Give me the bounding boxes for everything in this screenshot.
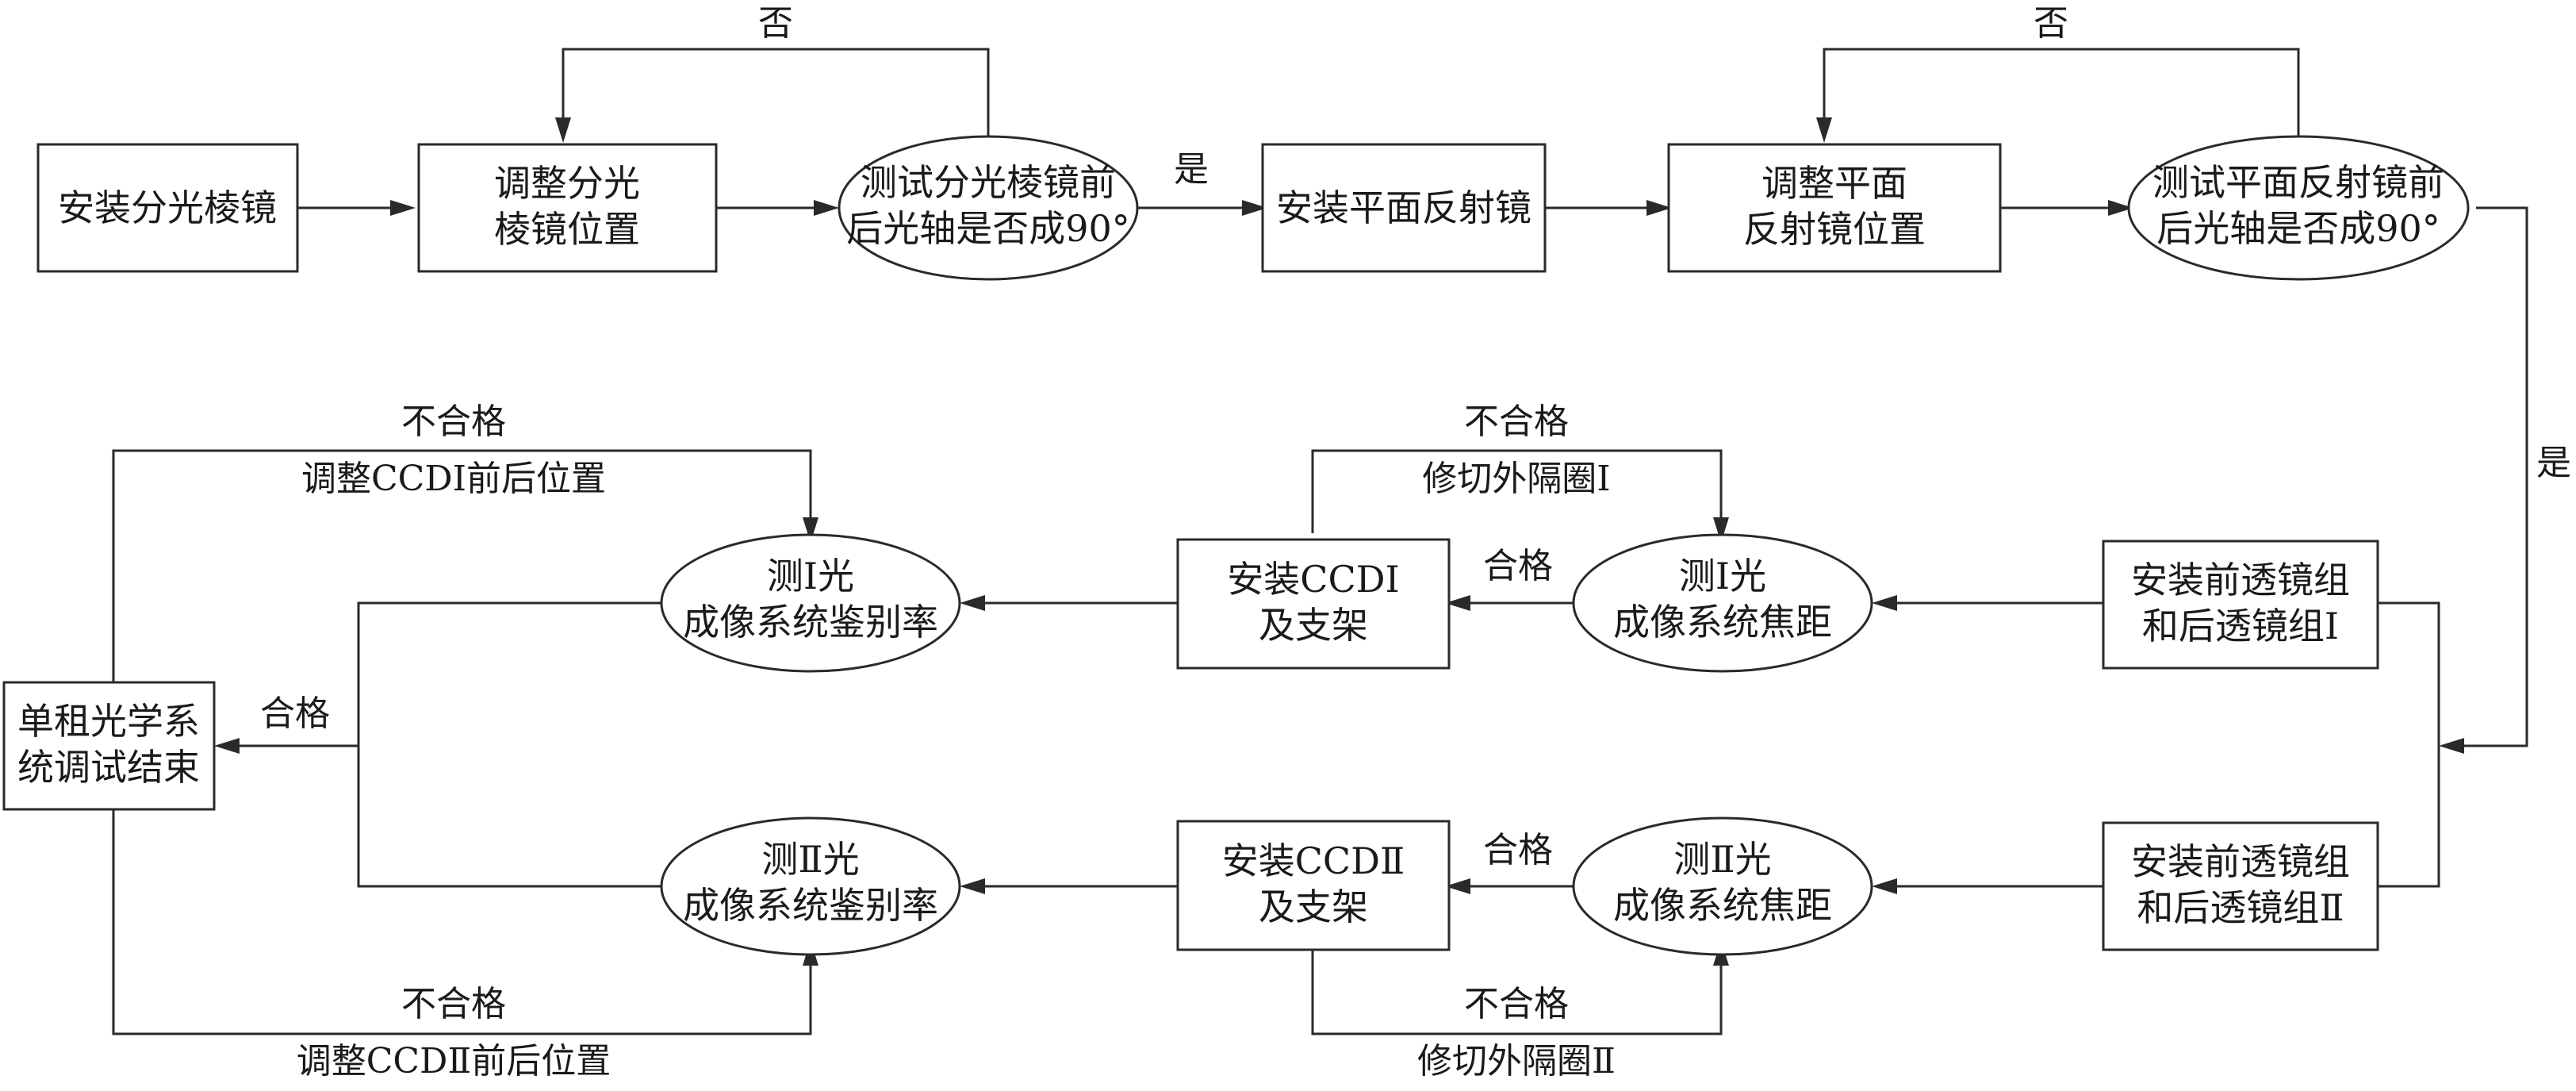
node-label: 测Ⅱ光 xyxy=(761,838,859,881)
edge-ccd1-fail-loop xyxy=(1311,449,1723,533)
node-resolution-1: 测Ⅰ光 成像系统鉴别率 xyxy=(660,533,961,673)
label-pass-focal-1: 合格 xyxy=(1483,546,1553,586)
label-pass-focal-2: 合格 xyxy=(1483,830,1553,870)
node-label: 调整分光 xyxy=(494,162,640,205)
arrow-left xyxy=(1445,878,1470,894)
node-adjust-mirror: 调整平面 反射镜位置 xyxy=(1667,143,2002,273)
node-label: 安装前透镜组 xyxy=(2131,559,2350,601)
node-label: 测Ⅱ光 xyxy=(1673,838,1771,881)
arrow-right xyxy=(814,200,839,216)
edge-test-mirror-yes xyxy=(2459,206,2528,747)
label-fail-resolution-2: 不合格 xyxy=(401,984,506,1024)
node-focal-length-2: 测Ⅱ光 成像系统焦距 xyxy=(1572,816,1873,956)
node-label: 和后透镜组Ⅰ xyxy=(2142,605,2339,647)
label-adjust-ccd-1: 调整CCDⅠ前后位置 xyxy=(301,459,606,499)
node-label: 及支架 xyxy=(1259,885,1368,928)
arrow-left xyxy=(214,738,240,754)
edge-branch-to-lens1 xyxy=(2378,601,2440,746)
edge-ccd2-fail-loop xyxy=(1311,949,1723,1035)
node-alignment-end: 单租光学系 统调试结束 xyxy=(2,681,216,811)
arrow-right xyxy=(1242,200,1267,216)
node-label: 成像系统鉴别率 xyxy=(683,884,938,927)
node-install-mirror: 安装平面反射镜 xyxy=(1261,143,1547,273)
arrow-right xyxy=(390,200,416,216)
node-label: 测试平面反射镜前 xyxy=(2152,161,2444,204)
edge-test-prism-no-loop xyxy=(562,48,990,139)
connectors xyxy=(112,48,2528,1035)
arrow-down xyxy=(1713,517,1729,543)
node-label: 成像系统焦距 xyxy=(1613,884,1832,927)
arrow-down xyxy=(555,117,571,143)
node-install-ccd-2: 安装CCDⅡ 及支架 xyxy=(1176,820,1451,951)
node-install-lens-group-2: 安装前透镜组 和后透镜组Ⅱ xyxy=(2102,821,2379,951)
node-install-lens-group-1: 安装前透镜组 和后透镜组Ⅰ xyxy=(2102,540,2379,670)
label-fail-focal-2: 不合格 xyxy=(1464,984,1569,1024)
label-pass-end: 合格 xyxy=(260,693,330,734)
node-label: 统调试结束 xyxy=(17,746,200,789)
edge-res2-fail-loop xyxy=(112,809,812,1035)
node-label: 和后透镜组Ⅱ xyxy=(2137,886,2344,929)
arrow-left xyxy=(960,878,985,894)
node-label: 安装分光棱镜 xyxy=(58,186,277,229)
label-adjust-ccd-2: 调整CCDⅡ前后位置 xyxy=(297,1041,611,1081)
arrowheads xyxy=(214,117,2464,966)
arrow-left xyxy=(1872,878,1897,894)
label-trim-ring-2: 修切外隔圈Ⅱ xyxy=(1417,1041,1616,1081)
node-label: 安装平面反射镜 xyxy=(1276,186,1531,229)
node-label: 单租光学系 xyxy=(17,700,200,743)
label-fail-resolution-1: 不合格 xyxy=(401,401,506,442)
arrow-down xyxy=(803,517,818,543)
label-trim-ring-1: 修切外隔圈Ⅰ xyxy=(1422,459,1610,499)
label-yes-mirror: 是 xyxy=(2536,443,2571,483)
arrow-left xyxy=(1445,595,1470,611)
arrow-left xyxy=(2439,738,2464,754)
node-label: 后光轴是否成90° xyxy=(846,207,1130,250)
label-no-mirror: 否 xyxy=(2034,3,2068,44)
arrow-right xyxy=(2108,200,2133,216)
node-install-prism: 安装分光棱镜 xyxy=(36,143,299,273)
edge-test-mirror-no-loop xyxy=(1823,48,2300,136)
label-yes-prism: 是 xyxy=(1174,149,1209,190)
node-label: 成像系统焦距 xyxy=(1613,601,1832,643)
arrow-left xyxy=(960,595,985,611)
node-label: 安装前透镜组 xyxy=(2131,840,2350,883)
edge-labels: 否 是 否 是 不合格 修切外隔圈Ⅰ 合格 合格 不合格 修切外隔圈Ⅱ 不合格 … xyxy=(260,3,2571,1081)
label-fail-focal-1: 不合格 xyxy=(1464,401,1569,442)
node-test-prism: 测试分光棱镜前 后光轴是否成90° xyxy=(838,135,1139,281)
node-label: 调整平面 xyxy=(1761,162,1907,205)
node-install-ccd-1: 安装CCDⅠ 及支架 xyxy=(1176,538,1451,670)
node-label: 安装CCDⅡ xyxy=(1222,839,1405,882)
arrow-right xyxy=(1646,200,1672,216)
node-label: 反射镜位置 xyxy=(1743,208,1926,251)
edge-branch-to-lens2 xyxy=(2378,746,2440,888)
arrow-down xyxy=(1816,117,1832,143)
node-label: 棱镜位置 xyxy=(494,208,640,251)
node-focal-length-1: 测Ⅰ光 成像系统焦距 xyxy=(1572,533,1873,673)
label-no-prism: 否 xyxy=(758,3,793,44)
node-label: 后光轴是否成90° xyxy=(2156,207,2440,250)
arrow-left xyxy=(1872,595,1897,611)
node-label: 安装CCDⅠ xyxy=(1227,558,1399,601)
node-test-mirror: 测试平面反射镜前 后光轴是否成90° xyxy=(2127,135,2470,281)
edge-res1-fail-loop xyxy=(112,449,812,682)
node-label: 测Ⅰ光 xyxy=(767,555,854,597)
node-adjust-prism: 调整分光 棱镜位置 xyxy=(417,143,718,273)
node-label: 及支架 xyxy=(1259,604,1368,647)
node-label: 成像系统鉴别率 xyxy=(683,601,938,643)
node-label: 测Ⅰ光 xyxy=(1679,555,1766,597)
node-resolution-2: 测Ⅱ光 成像系统鉴别率 xyxy=(660,816,961,956)
edge-res1-pass xyxy=(357,601,666,888)
node-label: 测试分光棱镜前 xyxy=(861,161,1116,204)
